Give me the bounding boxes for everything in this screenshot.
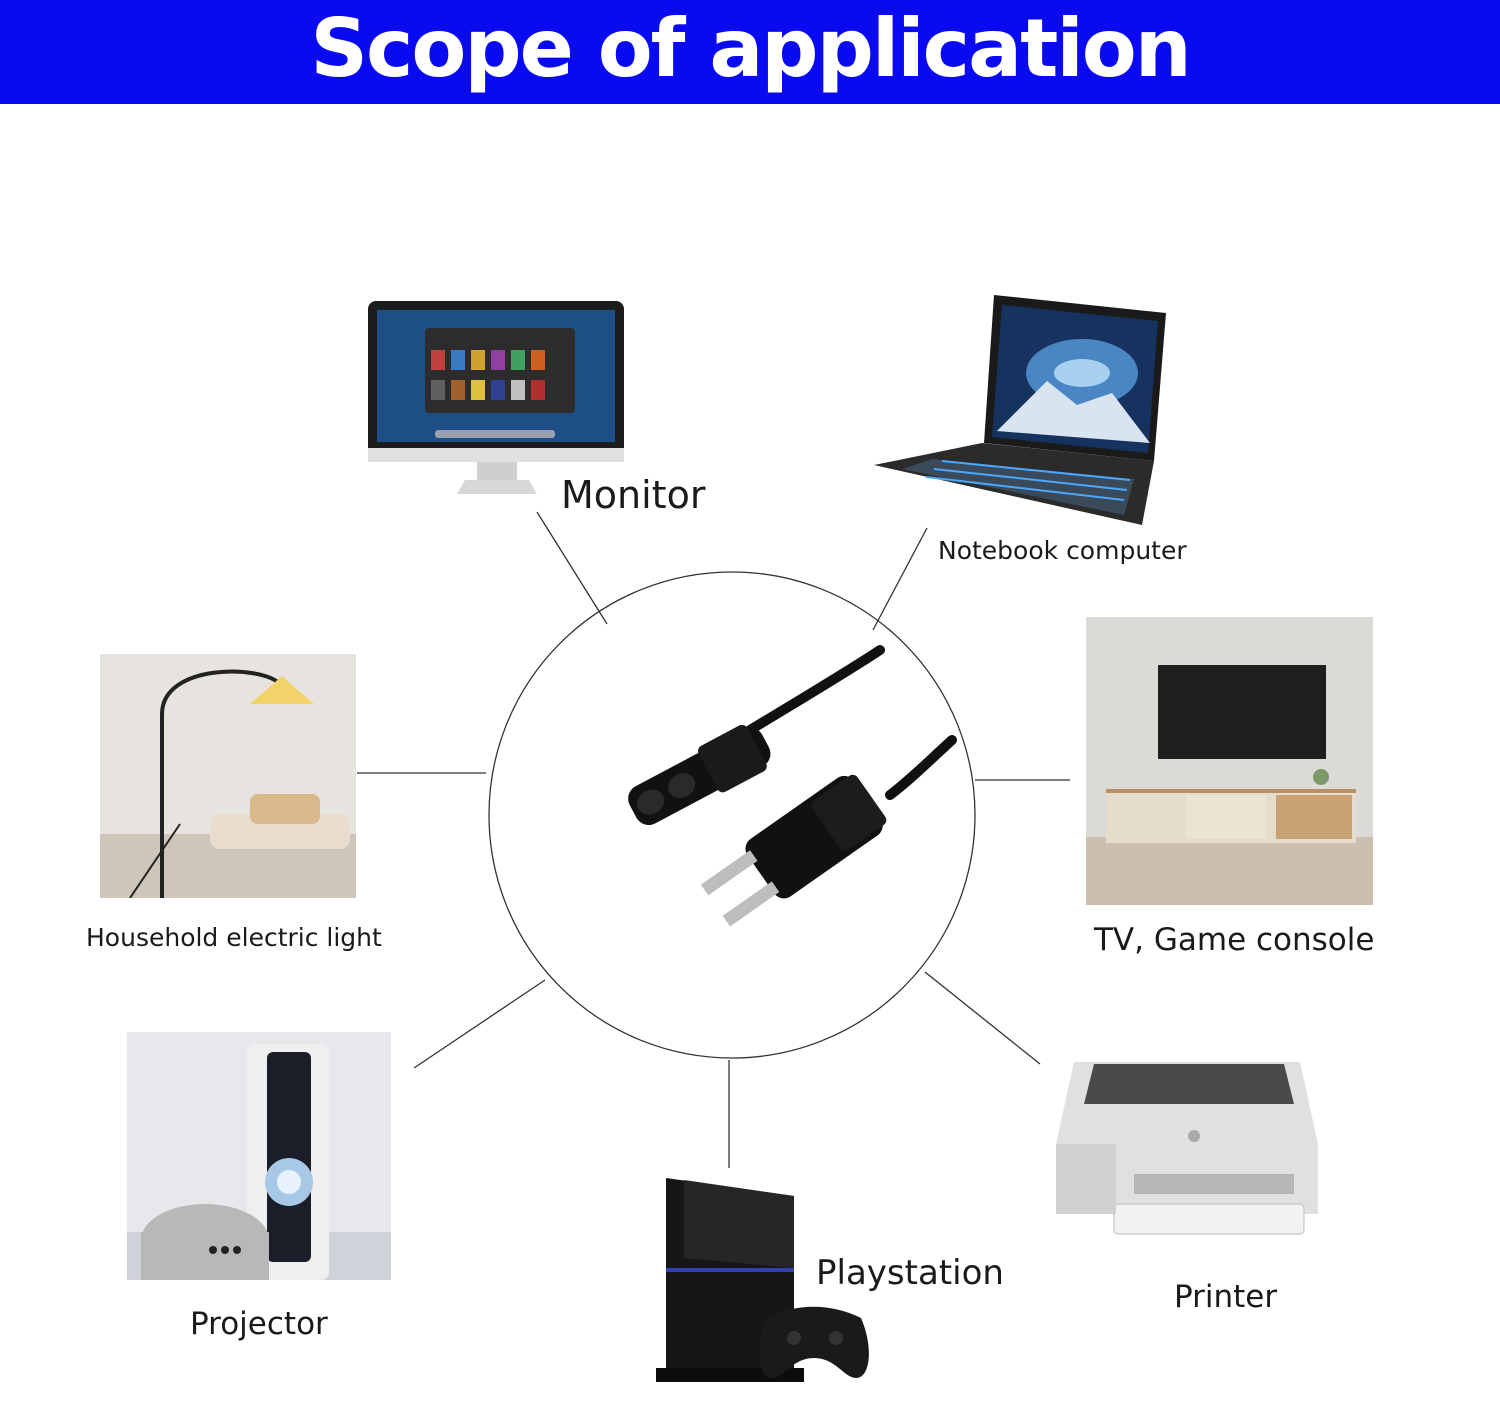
center-circle <box>488 571 976 1059</box>
notebook-icon <box>874 295 1166 525</box>
connector-notebook <box>872 527 928 631</box>
monitor-icon <box>368 301 624 494</box>
projector-icon <box>127 1032 391 1280</box>
household-light-icon <box>100 654 356 898</box>
label-monitor: Monitor <box>561 473 706 517</box>
connector-printer <box>924 971 1041 1065</box>
printer-icon <box>1056 1062 1318 1235</box>
tv-game-console-icon <box>1086 617 1373 905</box>
power-cord-icon <box>628 645 957 927</box>
label-household-light: Household electric light <box>86 923 382 952</box>
label-tv-game-console: TV, Game console <box>1094 922 1375 958</box>
label-printer: Printer <box>1174 1279 1278 1315</box>
connector-projector <box>413 979 546 1069</box>
page-title: Scope of application <box>310 2 1191 95</box>
playstation-icon <box>656 1178 869 1382</box>
label-notebook: Notebook computer <box>938 536 1187 565</box>
title-banner <box>0 0 1500 104</box>
label-projector: Projector <box>190 1306 328 1342</box>
connector-monitor <box>536 511 608 625</box>
label-playstation: Playstation <box>816 1253 1004 1293</box>
